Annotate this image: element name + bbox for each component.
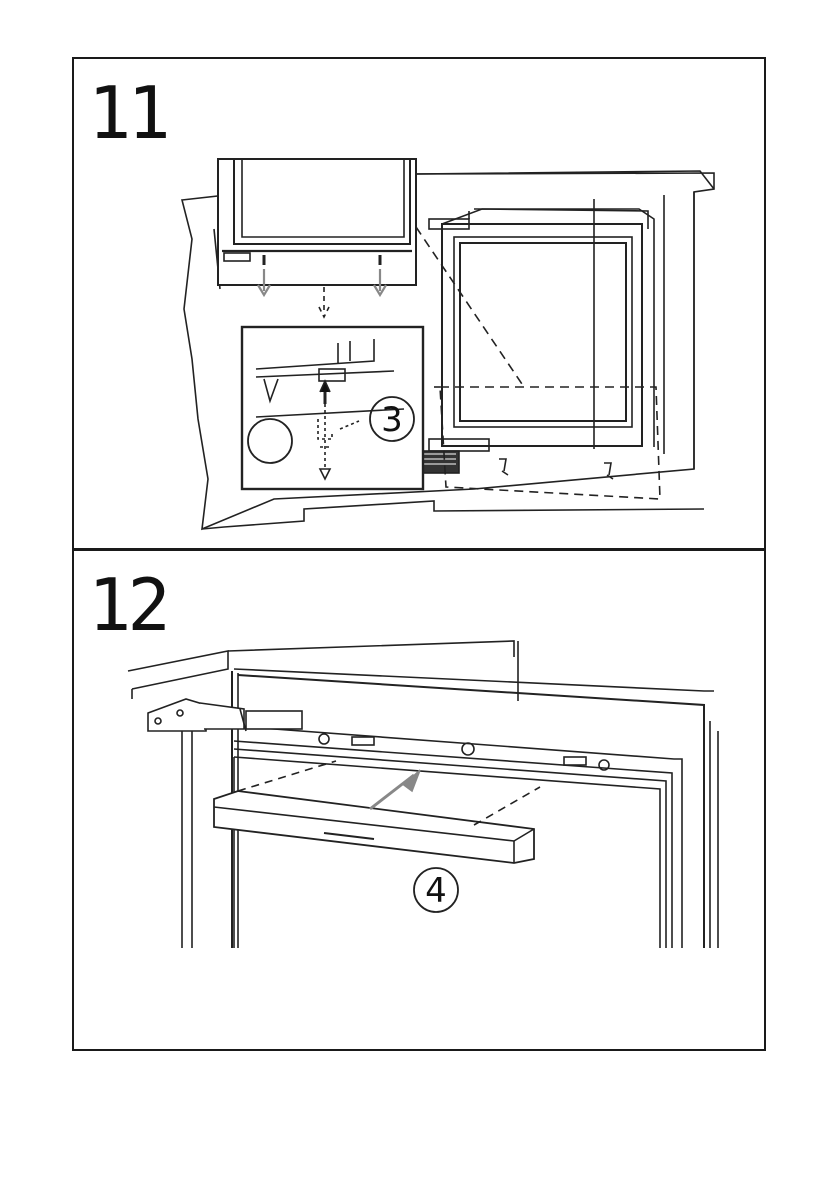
step-11-panel: 11 [72,57,766,550]
hinge [148,699,302,731]
step-12-illustration: 4 [74,551,768,1053]
callout-3-label: 3 [381,400,403,440]
step-11-illustration: 3 [74,59,768,552]
step-12-panel: 12 [72,549,766,1051]
callout-4-label: 4 [425,871,447,911]
